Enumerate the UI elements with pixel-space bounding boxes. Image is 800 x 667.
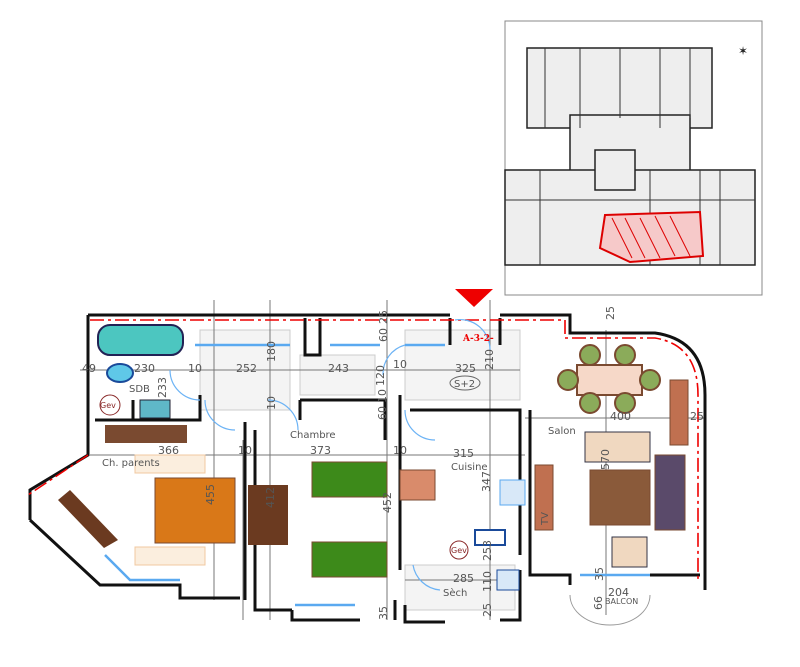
dining-chairs: [557, 344, 661, 414]
dimension: 180: [265, 341, 278, 362]
armchair: [611, 536, 648, 568]
room-label-chambre: Chambre: [290, 430, 336, 441]
dimension: 347: [480, 471, 493, 492]
key-plan: ✶: [504, 20, 763, 296]
dimension: 412: [264, 487, 277, 508]
walls: [28, 313, 707, 624]
washing-machine: [496, 569, 520, 591]
coffee-table: [589, 469, 651, 526]
sideboard: [669, 379, 689, 446]
dimension: 10: [238, 444, 252, 457]
floor-badge: S+2: [454, 379, 475, 390]
unit-boundary: [90, 319, 699, 580]
double-bed: [154, 477, 236, 544]
dimension: 25: [604, 306, 617, 320]
dimension: 35: [593, 567, 606, 581]
dimension: 400: [610, 410, 631, 423]
kitchen-sink: [474, 529, 506, 546]
rug: [134, 454, 206, 474]
key-plan-highlight: [598, 210, 705, 264]
stove: [499, 479, 526, 506]
dimension: 233: [156, 377, 169, 398]
dimension: 120: [374, 365, 387, 386]
room-label-cuisine: Cuisine: [451, 462, 488, 473]
dimension: 253: [481, 540, 494, 561]
bathtub: [97, 324, 184, 356]
sofa: [584, 431, 651, 463]
dimension: 60: [376, 406, 389, 420]
dimension: 230: [134, 362, 155, 375]
sink: [139, 399, 171, 419]
dimension: 285: [453, 572, 474, 585]
water-heater-label: Gev: [100, 401, 116, 410]
dimension: 455: [204, 484, 217, 505]
dimension: 35: [377, 606, 390, 620]
dimension: 210: [483, 349, 496, 370]
dimension: 243: [328, 362, 349, 375]
desk: [248, 485, 288, 545]
rug: [134, 546, 206, 566]
room-label-parents: Ch. parents: [102, 458, 160, 469]
dimension: 10: [188, 362, 202, 375]
water-heater-label: Gev: [451, 546, 467, 555]
dimension: 10: [265, 396, 278, 410]
sofa: [654, 454, 686, 531]
dimension: 49: [82, 362, 96, 375]
toilet: [106, 363, 134, 383]
single-bed: [311, 461, 388, 498]
dimensions: 49 230 10 252 180 243 10 120 325 210 400…: [82, 306, 704, 620]
room-label-sech: Sèch: [443, 587, 467, 599]
north-arrow-icon: ✶: [738, 44, 748, 58]
dimension: 10: [376, 389, 389, 403]
dimension: 60: [377, 328, 390, 342]
dimension: 570: [599, 449, 612, 470]
dimension: 452: [381, 492, 394, 513]
water-heater: [99, 394, 121, 416]
tv-label: TV: [540, 512, 551, 526]
balcony-arc: [569, 594, 651, 626]
dimension: 25: [690, 410, 704, 423]
kitchen-table: [399, 469, 436, 501]
doors: [169, 318, 491, 591]
dimension: 10: [393, 358, 407, 371]
unit-marker: A-3-2-: [462, 334, 494, 344]
position-marker-icon: [455, 289, 493, 307]
dimension: 204: [608, 586, 629, 599]
dimension: 25: [377, 310, 390, 324]
dimension: 373: [310, 444, 331, 457]
dimension: 325: [455, 362, 476, 375]
dimension: 110: [481, 571, 494, 592]
desk: [58, 490, 118, 548]
dimension: 315: [453, 447, 474, 460]
dimension: 66: [592, 596, 605, 610]
tv-unit: [534, 464, 554, 531]
wardrobe: [105, 425, 187, 443]
dining-table: [576, 364, 643, 396]
dimension: 366: [158, 444, 179, 457]
room-label-sdb: SDB: [129, 384, 150, 395]
room-label-salon: Salon: [548, 426, 576, 437]
water-heater: [449, 540, 469, 560]
dimension: 25: [481, 603, 494, 617]
windows: [104, 343, 650, 607]
dimension: 252: [236, 362, 257, 375]
single-bed: [311, 541, 388, 578]
dimension: 10: [393, 444, 407, 457]
room-label-balcon: BALCON: [605, 597, 638, 606]
